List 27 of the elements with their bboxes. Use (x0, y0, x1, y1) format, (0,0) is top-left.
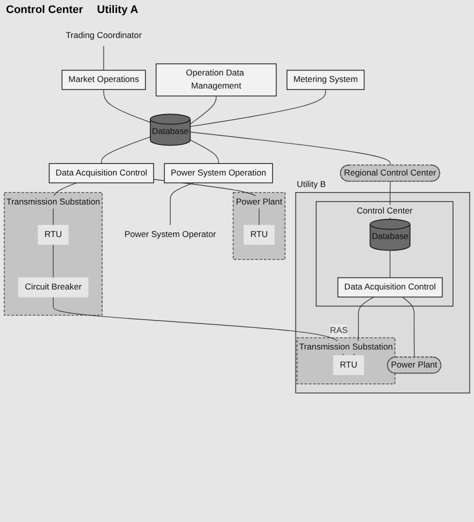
node-box: Metering System (286, 70, 365, 90)
node-box: Circuit Breaker (18, 277, 88, 298)
connector (190, 132, 391, 166)
node-box: Operation Data Management (156, 63, 277, 96)
node-box: Data Acquisition Control (337, 277, 443, 298)
node-box: Data Acquisition Control (48, 163, 154, 184)
node-text: Power System Operator (124, 230, 216, 240)
edge-label: RAS (330, 326, 348, 336)
connector (190, 140, 219, 164)
node-box: RTU (333, 355, 364, 376)
connector (52, 244, 54, 278)
connector (101, 136, 151, 164)
area-label: Control Center (6, 4, 83, 16)
connector (190, 89, 326, 127)
node-box: Market Operations (62, 70, 146, 90)
connector (402, 296, 415, 358)
connector (52, 296, 344, 356)
node-box: RTU (38, 224, 69, 245)
connector (103, 45, 104, 71)
connector (170, 182, 194, 226)
connector (190, 96, 217, 124)
node-box: RTU (244, 224, 275, 245)
node-box: Power System Operation (164, 163, 273, 184)
connector (103, 89, 151, 123)
node-text: Trading Coordinator (66, 31, 142, 40)
node-label: Utility B (296, 180, 326, 190)
area-label: Utility A (97, 4, 138, 16)
